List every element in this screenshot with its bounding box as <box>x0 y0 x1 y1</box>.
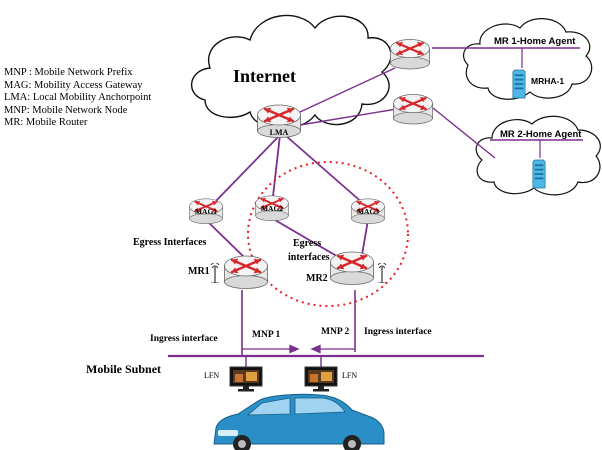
mrha1-label: MRHA-1 <box>531 76 564 86</box>
car-icon <box>213 393 385 450</box>
mrha2-server-icon <box>532 159 546 189</box>
legend-item-mnn: MNP: Mobile Network Node <box>4 104 128 116</box>
link-router2-ha2 <box>432 107 496 159</box>
legend-item-mr: MR: Mobile Router <box>4 117 88 129</box>
link-internet-router1 <box>299 67 396 113</box>
lfn-right-label: LFN <box>342 371 357 380</box>
legend: MNP : Mobile Network Prefix MAG: Mobilit… <box>4 67 151 130</box>
link-mag2-mr2 <box>274 219 341 259</box>
internet-router-2-icon <box>393 93 433 125</box>
link-lma-mag1 <box>211 134 281 206</box>
mnp-arrows <box>242 344 355 354</box>
internet-label: Internet <box>233 66 296 86</box>
network-links <box>168 47 583 368</box>
lfn-right-monitor-icon <box>304 366 338 392</box>
mr1-home-agent-label: MR 1-Home Agent <box>494 36 576 47</box>
egress-interfaces-label: Egress Interfaces <box>133 237 207 248</box>
mr2-antenna-icon <box>377 263 387 283</box>
egress-interfaces-2-line2: interfaces <box>288 252 330 263</box>
legend-item-mag: MAG: Mobility Access Gateway <box>4 79 143 91</box>
link-lma-mag3 <box>284 134 366 206</box>
mag1-label: MAG1 <box>195 207 217 216</box>
internet-router-1-icon <box>390 38 430 70</box>
mr1-antenna-icon <box>210 263 220 283</box>
mr2-router-icon <box>330 250 374 286</box>
link-mag1-mr1 <box>205 219 246 259</box>
mr2-home-agent-label: MR 2-Home Agent <box>500 129 582 140</box>
ingress-interface-left-label: Ingress interface <box>150 334 218 344</box>
legend-item-mnp: MNP : Mobile Network Prefix <box>4 67 133 78</box>
home-agent-1-cloud <box>463 18 593 100</box>
ingress-interface-right-label: Ingress interface <box>364 327 432 337</box>
mnp1-label: MNP 1 <box>252 330 280 340</box>
mag2-label: MAG2 <box>261 204 283 213</box>
handover-region-circle <box>247 161 409 307</box>
lma-label: LMA <box>270 128 289 137</box>
mr1-router-icon <box>224 254 268 290</box>
link-mag3-mr2 <box>361 219 369 256</box>
mobile-subnet-label: Mobile Subnet <box>86 362 161 376</box>
lfn-left-label: LFN <box>204 371 219 380</box>
link-lma-mag2 <box>271 134 281 206</box>
mrha1-server-icon <box>512 69 526 99</box>
lfn-left-monitor-icon <box>229 366 263 392</box>
home-agent-2-cloud <box>475 115 601 196</box>
link-internet-router2 <box>299 107 404 126</box>
mr1-label: MR1 <box>188 266 210 277</box>
mag3-label: MAG3 <box>357 207 379 216</box>
legend-item-lma: LMA: Local Mobility Anchorpoint <box>4 92 152 104</box>
egress-interfaces-2-line1: Egress <box>293 238 321 249</box>
mr2-label: MR2 <box>306 273 328 284</box>
mnp2-label: MNP 2 <box>321 327 349 337</box>
